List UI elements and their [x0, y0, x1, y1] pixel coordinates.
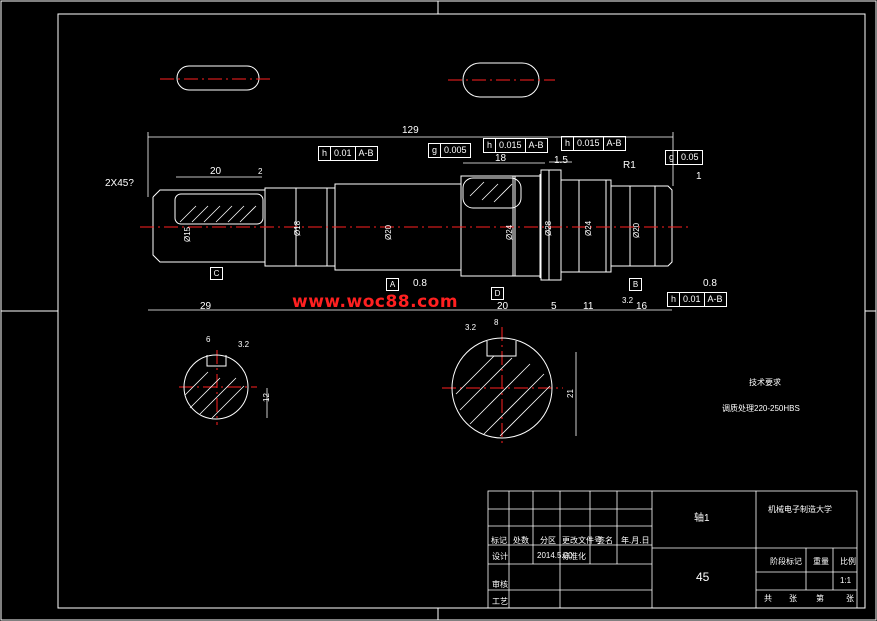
keyway-top-left	[176, 65, 260, 91]
section-right	[451, 337, 553, 439]
dim-dia-15: Ø15	[183, 226, 192, 242]
title-row-label-6: 年.月.日	[621, 536, 650, 545]
title-row-label-4: 更改文件号	[562, 536, 602, 545]
title-review-label: 审核	[492, 580, 508, 589]
dim-radius: R1	[623, 160, 636, 171]
shaft-outline	[152, 169, 673, 281]
dim-dia-20b: Ø20	[632, 222, 641, 238]
material: 45	[696, 570, 710, 584]
dim-roughness-08-a: 0.8	[413, 278, 427, 289]
hatch-mid	[469, 181, 513, 203]
dim-roughness-32: 3.2	[622, 296, 634, 305]
title-block-grid	[487, 490, 858, 609]
section-left	[183, 354, 249, 420]
dim-dia-18: Ø18	[293, 220, 302, 236]
tolerance-frame-cyl-right: g 0.05	[665, 150, 703, 165]
sheet-label-4: 张	[846, 594, 854, 603]
title-weight-label: 重量	[813, 557, 829, 566]
title-row-label-2: 处数	[513, 536, 529, 545]
title-date: 2014.5.20	[537, 551, 573, 560]
title-row-label-5: 签名	[597, 536, 613, 545]
datum-c: C	[210, 267, 223, 280]
dim-seg-5: 5	[551, 301, 557, 312]
datum-a: A	[386, 278, 399, 291]
title-row-label-3: 分区	[540, 536, 556, 545]
dim-key-width-2: 8	[494, 318, 499, 327]
notes-line1: 调质处理220-250HBS	[722, 404, 800, 413]
dim-roughness-32-sec2: 3.2	[465, 323, 477, 332]
dim-dia-20: Ø20	[384, 224, 393, 240]
tolerance-frame-runout-bottom: h 0.01 A-B	[667, 292, 727, 307]
sheet-label-3: 第	[816, 594, 824, 603]
datum-b: B	[629, 278, 642, 291]
school-name: 机械电子制造大学	[768, 505, 832, 514]
title-scale-value: 1:1	[840, 576, 852, 585]
dim-dia-28: Ø28	[544, 220, 553, 236]
dim-keyway-offset: 2	[258, 167, 263, 176]
dimension-lines	[147, 132, 674, 436]
dim-overall-length: 129	[402, 125, 419, 136]
inner-frame	[57, 13, 866, 609]
hatch-left	[179, 205, 257, 223]
dim-seg-20: 20	[497, 301, 509, 312]
title-design-label: 设计	[492, 552, 508, 561]
dim-roughness-08-b: 0.8	[703, 278, 717, 289]
tolerance-frame-runout-right: h 0.015 A-B	[561, 136, 626, 151]
section-views	[183, 337, 553, 439]
dim-keyway-length: 20	[210, 166, 222, 177]
part-name: 轴1	[694, 513, 710, 524]
title-scale-label: 比例	[840, 557, 856, 566]
dim-section1-depth: 12	[262, 393, 271, 402]
title-row-label-1: 标记	[491, 536, 507, 545]
dim-seg-29: 29	[200, 301, 212, 312]
dim-seg-11: 11	[583, 301, 594, 312]
dim-dia-24: Ø24	[505, 224, 514, 240]
dim-seg-16: 16	[636, 301, 648, 312]
dim-section2-depth: 21	[566, 389, 575, 398]
watermark: www.woc88.com	[292, 292, 459, 312]
tolerance-frame-cyl-left: g 0.005	[428, 143, 471, 158]
dim-dia-24b: Ø24	[584, 220, 593, 236]
tolerance-frame-runout-mid: h 0.015 A-B	[483, 138, 548, 153]
tolerance-frame-runout-left: h 0.01 A-B	[318, 146, 378, 161]
title-stage-label: 阶段标记	[770, 557, 802, 566]
notes-title: 技术要求	[749, 378, 781, 387]
dim-chamfer: 2X45?	[105, 178, 134, 189]
dim-roughness-1: 1	[696, 171, 702, 182]
sheet-label-2: 张	[789, 594, 797, 603]
center-lines	[140, 78, 690, 444]
sheet-label-1: 共	[764, 594, 772, 603]
title-std-label: 标准化	[562, 552, 586, 561]
title-craft-label: 工艺	[492, 597, 508, 606]
dim-seg-18: 18	[495, 153, 507, 164]
dim-roughness-32-sec1: 3.2	[238, 340, 250, 349]
dim-seg-1-5: 1.5	[554, 155, 568, 166]
dim-key-width-1: 6	[206, 335, 211, 344]
datum-d: D	[491, 287, 504, 300]
